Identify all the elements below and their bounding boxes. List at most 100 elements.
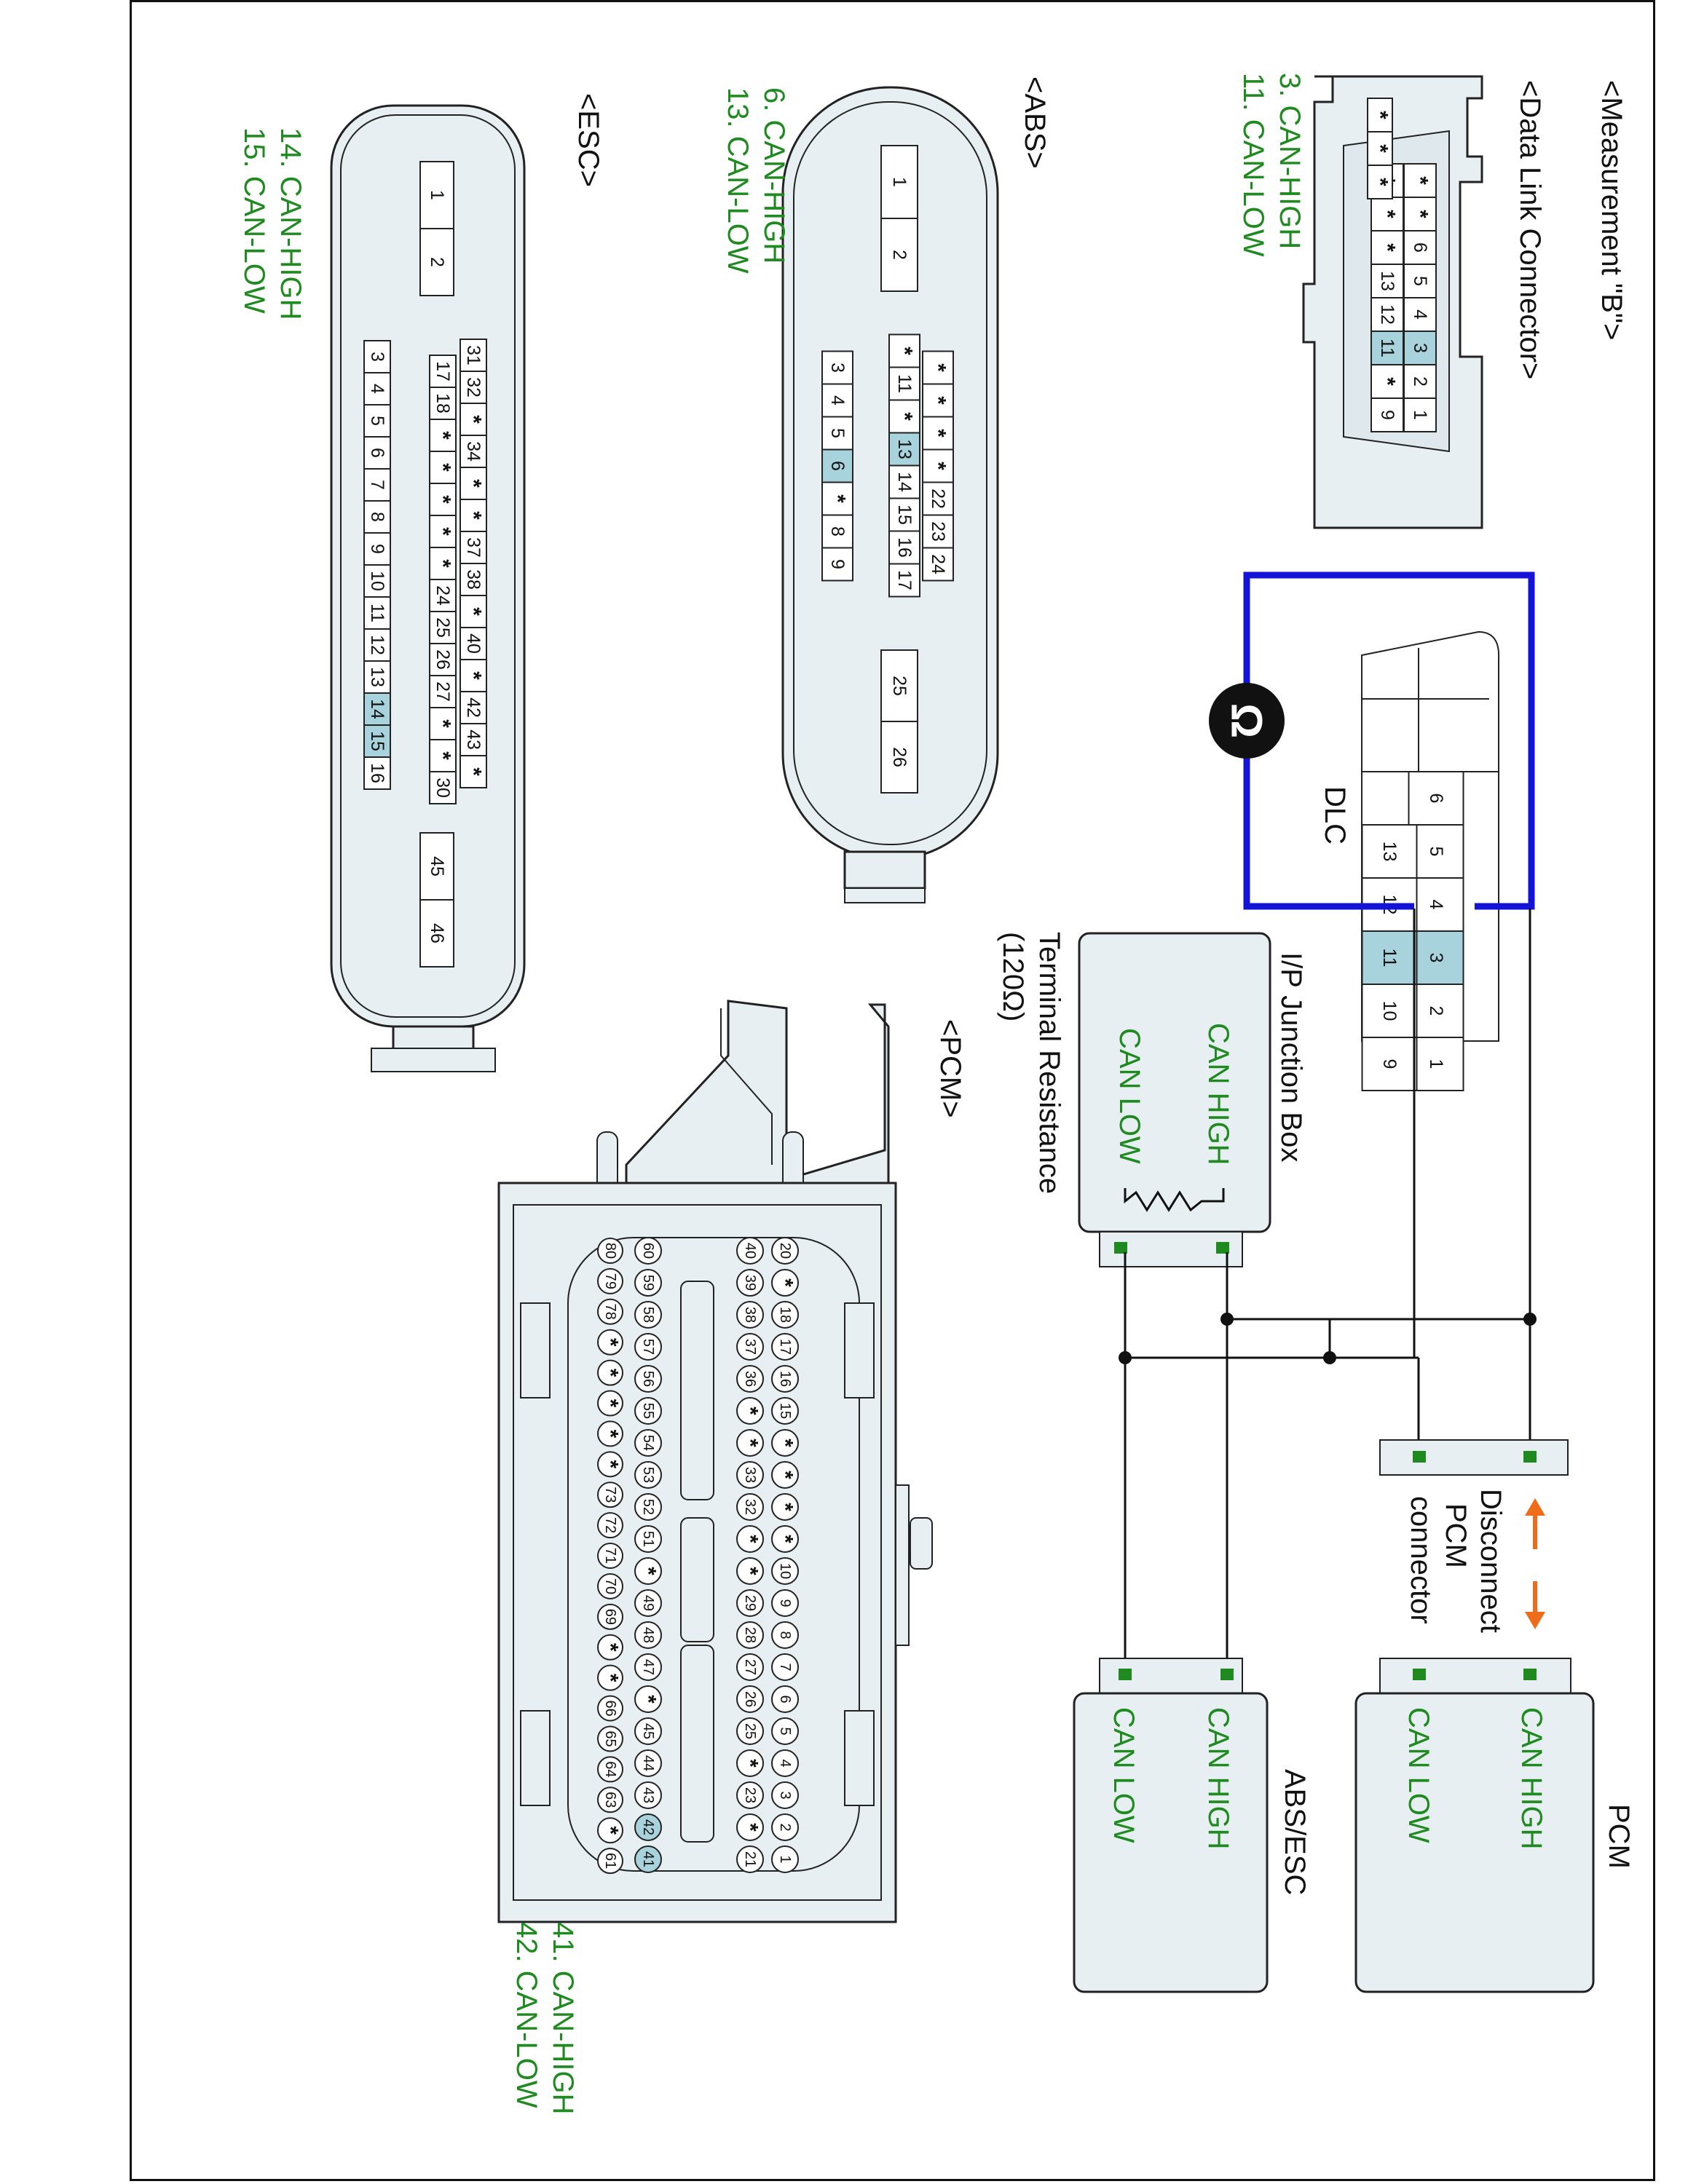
- esc-pin: *: [429, 739, 457, 772]
- pcm-pin: *: [736, 1813, 764, 1841]
- pin-label: 30: [433, 778, 453, 798]
- pin-label: 13: [1377, 271, 1397, 291]
- dlc-pin: *: [1370, 197, 1404, 232]
- ip-junction-box: I/P Junction Box Terminal Resistance (12…: [997, 932, 1307, 1267]
- pin-label: 24: [433, 585, 453, 606]
- pin-label: *: [926, 363, 950, 372]
- pin-label: *: [738, 1823, 762, 1832]
- pcm-pin: 15: [771, 1397, 799, 1425]
- abs-pin: 11: [888, 366, 920, 401]
- dlc-pin: 1: [1403, 397, 1437, 432]
- esc-pin: 11: [363, 596, 391, 630]
- pin-label: 39: [742, 1275, 758, 1291]
- pin-label: *: [893, 347, 917, 355]
- pcm-pin: *: [597, 1359, 623, 1386]
- pin-label: 48: [640, 1627, 656, 1643]
- pin-label: 26: [889, 747, 910, 767]
- pin-label: *: [926, 462, 950, 470]
- pin-label: 29: [742, 1595, 758, 1611]
- dlc-face-pin: 9: [1361, 1037, 1418, 1091]
- pcm-pin: 28: [736, 1621, 764, 1649]
- abs-pin: 15: [888, 497, 920, 532]
- pin-label: 18: [777, 1307, 793, 1323]
- pin-label: 6: [827, 461, 848, 471]
- esc-pin: 37: [460, 531, 487, 564]
- pcm-pin: 72: [597, 1512, 623, 1539]
- pin-label: 58: [640, 1307, 656, 1323]
- pcm-pin: *: [771, 1429, 799, 1457]
- dlc-connector-title: <Data Link Connector>: [1514, 80, 1546, 379]
- abs-note-can-high: 6. CAN-HIGH: [758, 87, 790, 264]
- pin-label: *: [1368, 111, 1392, 119]
- pin-label: 41: [640, 1851, 656, 1867]
- pin-label: 21: [742, 1851, 758, 1867]
- pcm-pin: 9: [771, 1589, 799, 1617]
- pin-label: *: [599, 1826, 623, 1835]
- abs-pin: 5: [821, 416, 853, 451]
- pin-label: 56: [640, 1371, 656, 1387]
- pin-label: *: [1408, 176, 1432, 185]
- pcm-can-low: CAN LOW: [1403, 1707, 1435, 1843]
- pin-label: *: [636, 1567, 660, 1575]
- pin-label: 69: [602, 1609, 618, 1625]
- pin-label: 3: [1410, 343, 1430, 353]
- pcm-pin: 78: [597, 1298, 623, 1325]
- pin-label: 59: [640, 1275, 656, 1291]
- pin-label: *: [738, 1439, 762, 1447]
- pin-label: *: [1376, 377, 1400, 386]
- abs-note-can-low: 13. CAN-LOW: [722, 87, 754, 274]
- pcm-pin: *: [736, 1557, 764, 1585]
- pin-label: 10: [777, 1563, 793, 1579]
- pin-label: *: [599, 1399, 623, 1408]
- pin-label: 13: [1379, 842, 1400, 862]
- pcm-pin: 17: [771, 1333, 799, 1361]
- dlc-face-pin: 1: [1408, 1037, 1464, 1091]
- esc-pin: 1: [419, 161, 454, 229]
- pcm-pin: 58: [634, 1301, 662, 1329]
- esc-pin: *: [429, 515, 457, 548]
- pin-label: 10: [1379, 1001, 1400, 1021]
- pin-label: 5: [777, 1727, 793, 1735]
- pin-label: 9: [367, 544, 387, 554]
- pcm-pin: 65: [597, 1725, 623, 1752]
- pcm-pin: 27: [736, 1653, 764, 1681]
- pcm-pin: 71: [597, 1543, 623, 1570]
- dlc-pin: 12: [1370, 297, 1404, 332]
- pin-label: 1: [427, 190, 447, 200]
- pcm-can-high: CAN HIGH: [1515, 1707, 1547, 1850]
- esc-pin: 24: [429, 579, 457, 612]
- pin-label: 45: [427, 856, 447, 877]
- pin-label: 25: [433, 617, 453, 638]
- pin-label: 17: [777, 1339, 793, 1355]
- pcm-pin: 29: [736, 1589, 764, 1617]
- pcm-connector-title: <PCM>: [934, 1019, 966, 1118]
- pcm-pin: *: [771, 1493, 799, 1521]
- esc-pin: *: [429, 547, 457, 580]
- pin-label: *: [462, 479, 486, 488]
- esc-pin: *: [429, 483, 457, 516]
- measurement-title: <Measurement "B">: [1596, 80, 1628, 340]
- pin-label: 54: [640, 1435, 656, 1451]
- esc-pin: 16: [363, 756, 391, 790]
- pin-label: *: [773, 1535, 797, 1543]
- esc-note-can-high: 14. CAN-HIGH: [275, 127, 307, 320]
- abs-pin: 2: [880, 218, 918, 292]
- pin-label: 20: [777, 1243, 793, 1259]
- pcm-pin: 38: [736, 1301, 764, 1329]
- can-short-loop: [1243, 571, 1535, 910]
- pin-label: *: [773, 1503, 797, 1511]
- pcm-pin: 51: [634, 1525, 662, 1553]
- esc-pin: 18: [429, 387, 457, 420]
- terminal-resistance-value: (120Ω): [997, 932, 1029, 1021]
- pin-label: 2: [889, 250, 910, 260]
- pin-label: 9: [827, 559, 848, 569]
- pin-label: 5: [1410, 276, 1430, 286]
- esc-pin: 9: [363, 532, 391, 566]
- pin-label: *: [599, 1643, 623, 1652]
- pcm-pin: *: [597, 1420, 623, 1447]
- pin-label: 28: [742, 1627, 758, 1643]
- pin-label: *: [738, 1567, 762, 1575]
- esc-pin: 43: [460, 723, 487, 756]
- abs-pin: *: [888, 399, 920, 434]
